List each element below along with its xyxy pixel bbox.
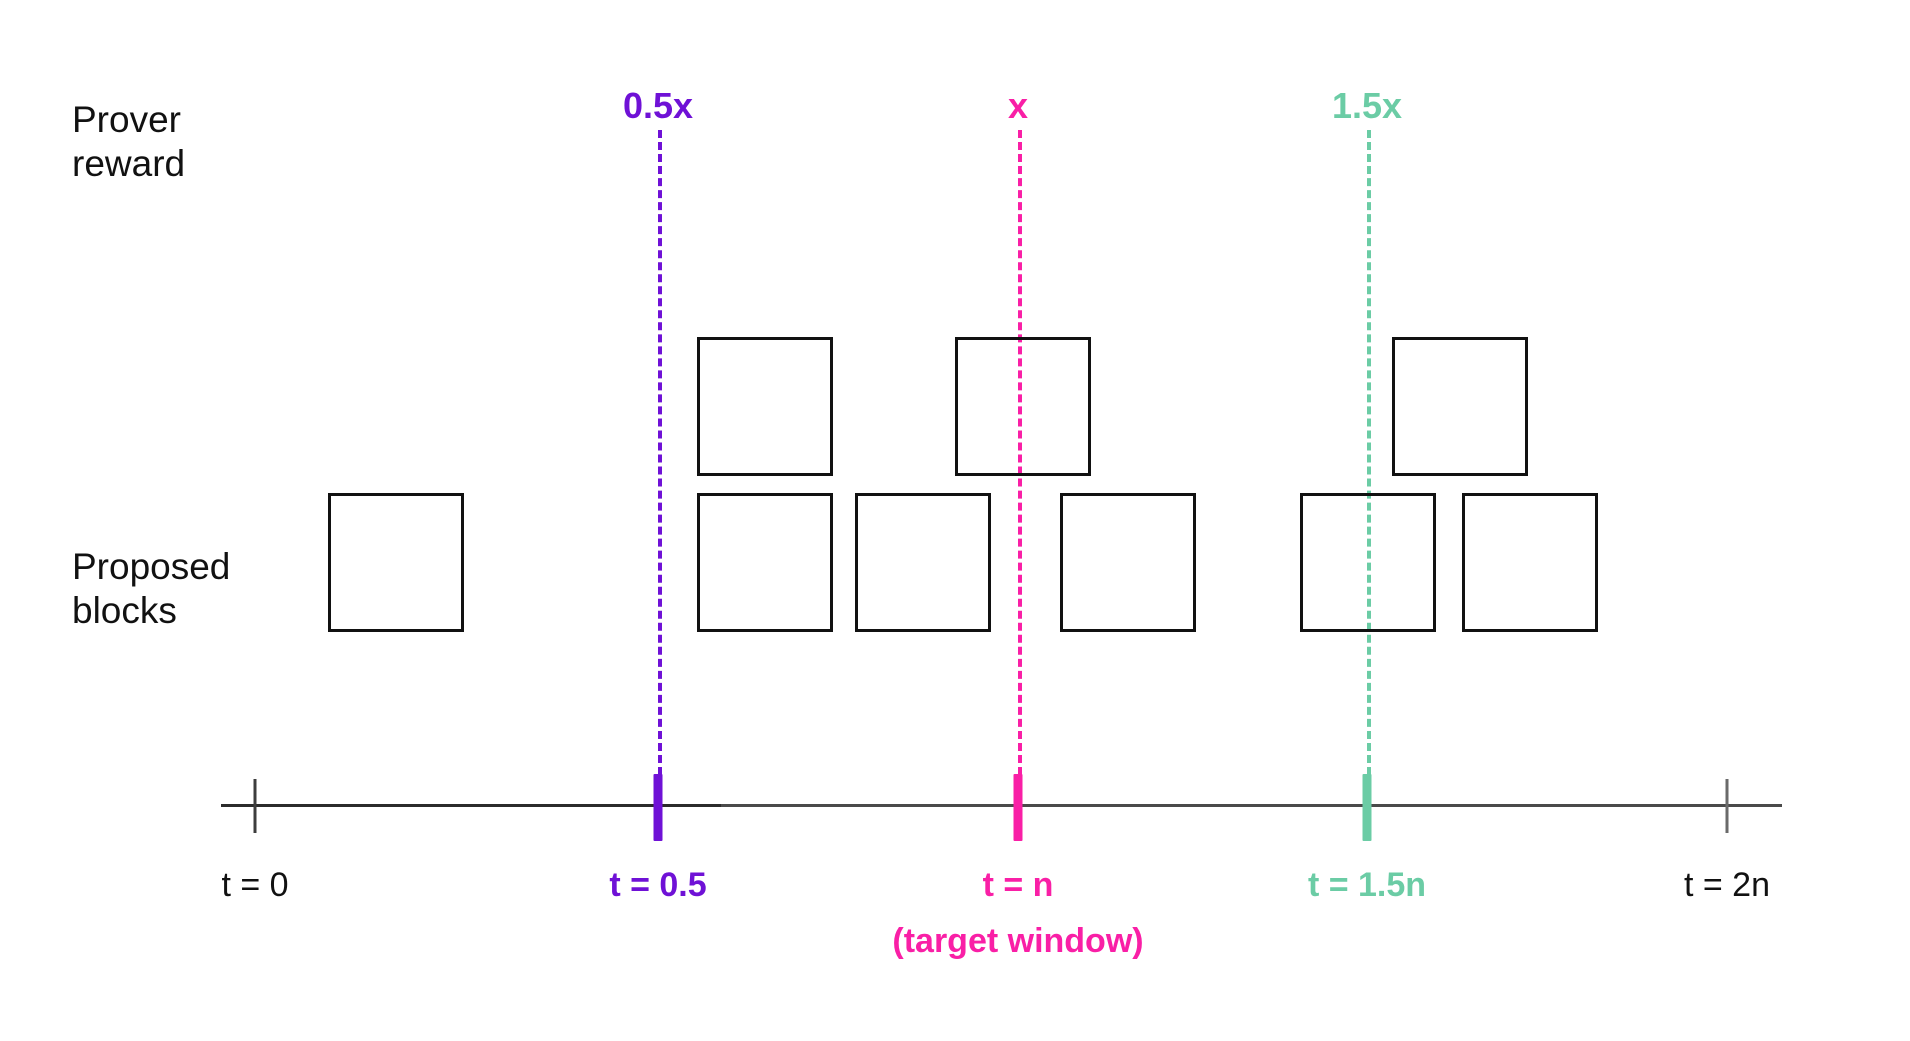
axis-tick-label-t15n: t = 1.5n: [1307, 866, 1427, 904]
proposed-block: [955, 337, 1091, 476]
reward-label-half-x: 0.5x: [622, 85, 694, 126]
reward-dashed-line-one-five-x: [1367, 130, 1371, 775]
axis-tick-label-t0: t = 0: [221, 866, 289, 904]
prover-reward-row-label: Prover reward: [72, 99, 186, 184]
axis-tick-label-tn: t = n: [982, 866, 1054, 904]
axis-tick-t15n: [1362, 774, 1372, 841]
proposed-block: [1392, 337, 1528, 476]
proposed-block: [697, 493, 833, 632]
axis-tick-label-t05: t = 0.5: [609, 866, 707, 904]
reward-dashed-line-half-x: [658, 130, 662, 775]
proposed-block: [328, 493, 464, 632]
axis-tick-sublabel-tn: (target window): [892, 922, 1144, 960]
axis-tick-t0: [253, 779, 257, 833]
reward-label-one-x: x: [1007, 85, 1029, 126]
proposed-blocks-row-label: Proposed blocks: [72, 546, 231, 631]
axis-tick-tn: [1013, 774, 1023, 841]
proposed-block: [1462, 493, 1598, 632]
timeline-axis-line: [221, 804, 1782, 807]
proposed-block: [855, 493, 991, 632]
proposed-block: [1060, 493, 1196, 632]
axis-tick-t05: [653, 774, 663, 841]
axis-tick-t2n: [1725, 779, 1729, 833]
proposed-block: [1300, 493, 1436, 632]
reward-label-one-five-x: 1.5x: [1331, 85, 1403, 126]
proposed-block: [697, 337, 833, 476]
axis-tick-label-t2n: t = 2n: [1683, 866, 1771, 904]
timeline-axis-line-segment-dark: [221, 804, 721, 807]
reward-dashed-line-one-x: [1018, 130, 1022, 775]
